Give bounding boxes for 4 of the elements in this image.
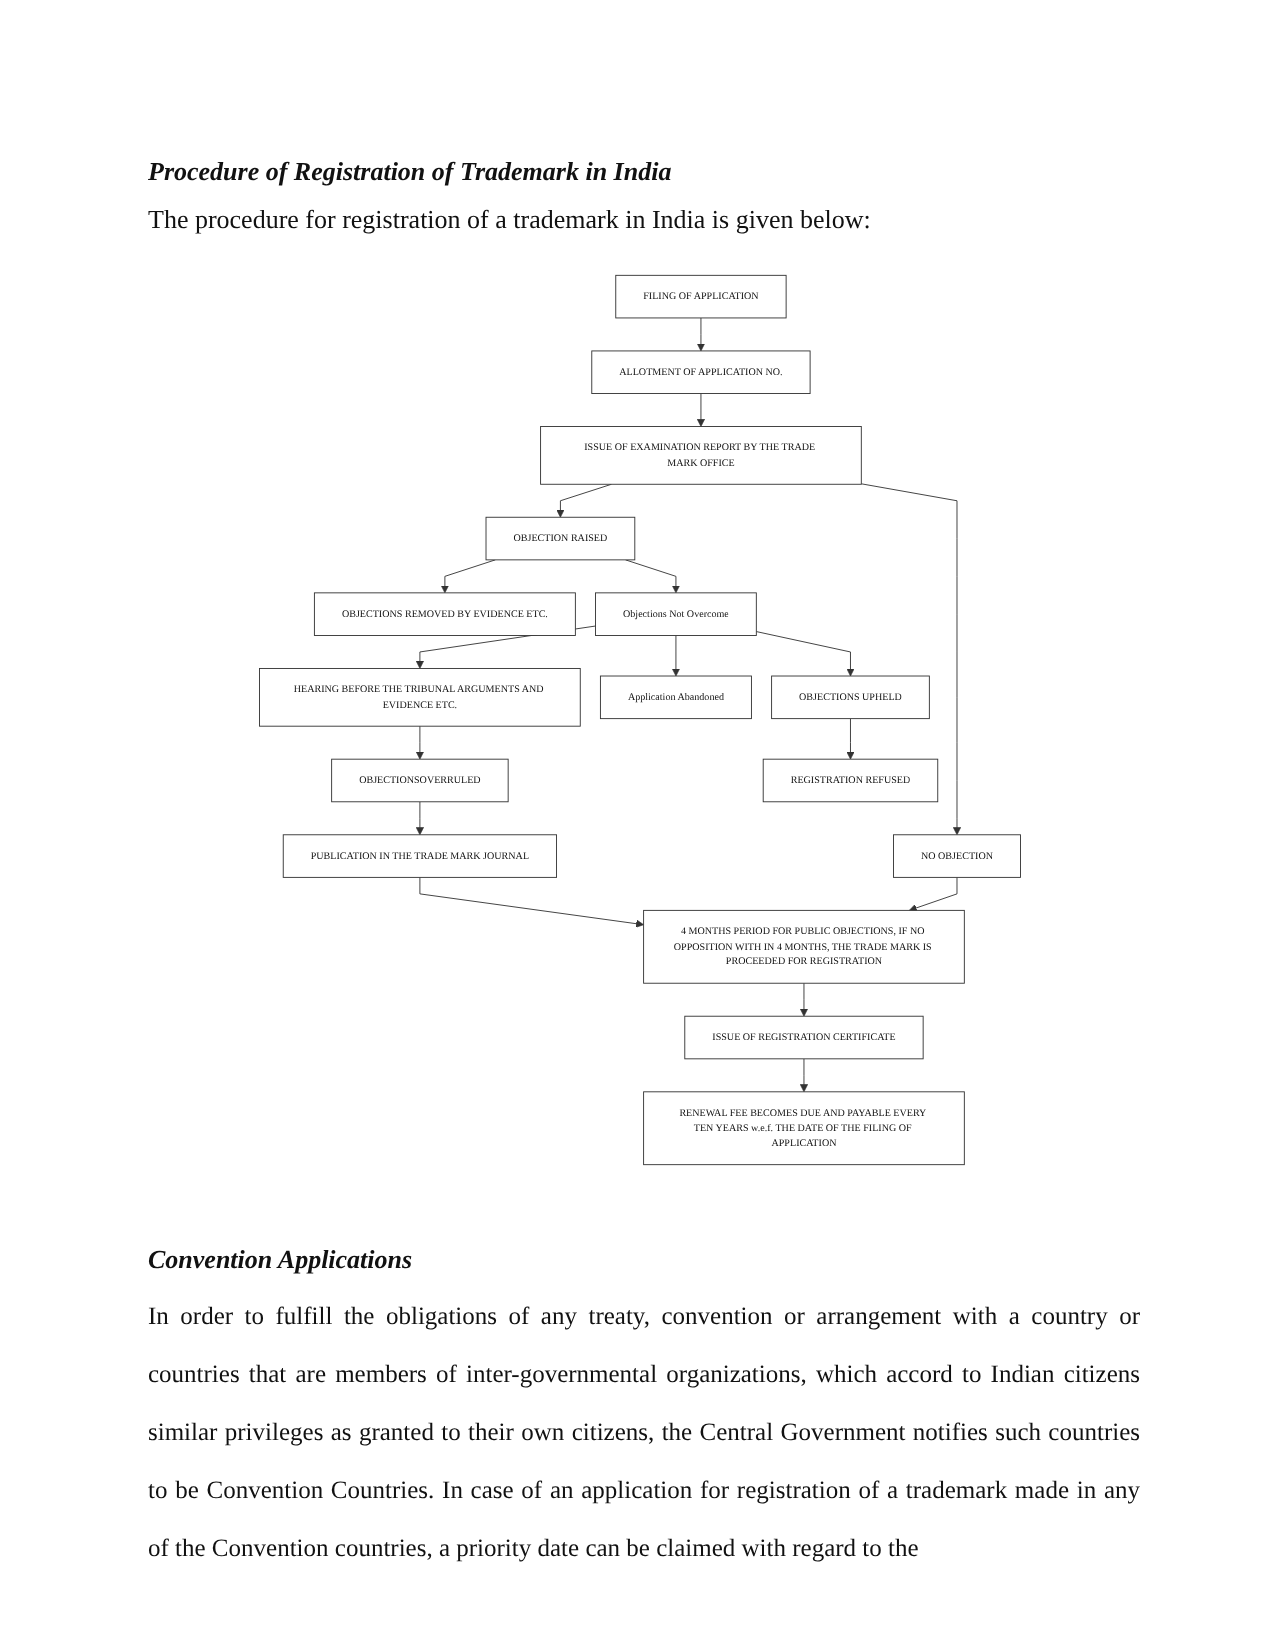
heading: Procedure of Registration of Trademark in India bbox=[148, 154, 674, 190]
section-heading: Convention Applications bbox=[148, 1242, 415, 1278]
paragraph: In order to fulfill the obligations of any treaty, convention or arrangement with a country or countries that are members of inter-governmental organizations, which accord to Indian citizens similar privileges as granted to their own citizens, the Central Government notifies such countries to be Convention Countries. In case of an application for registration of a trademark made in any of the Convention countries, a priority date can be claimed with regard to the bbox=[148, 1300, 1140, 1566]
intro-text: The procedure for registration of a trademark in India is given below: bbox=[148, 202, 873, 238]
